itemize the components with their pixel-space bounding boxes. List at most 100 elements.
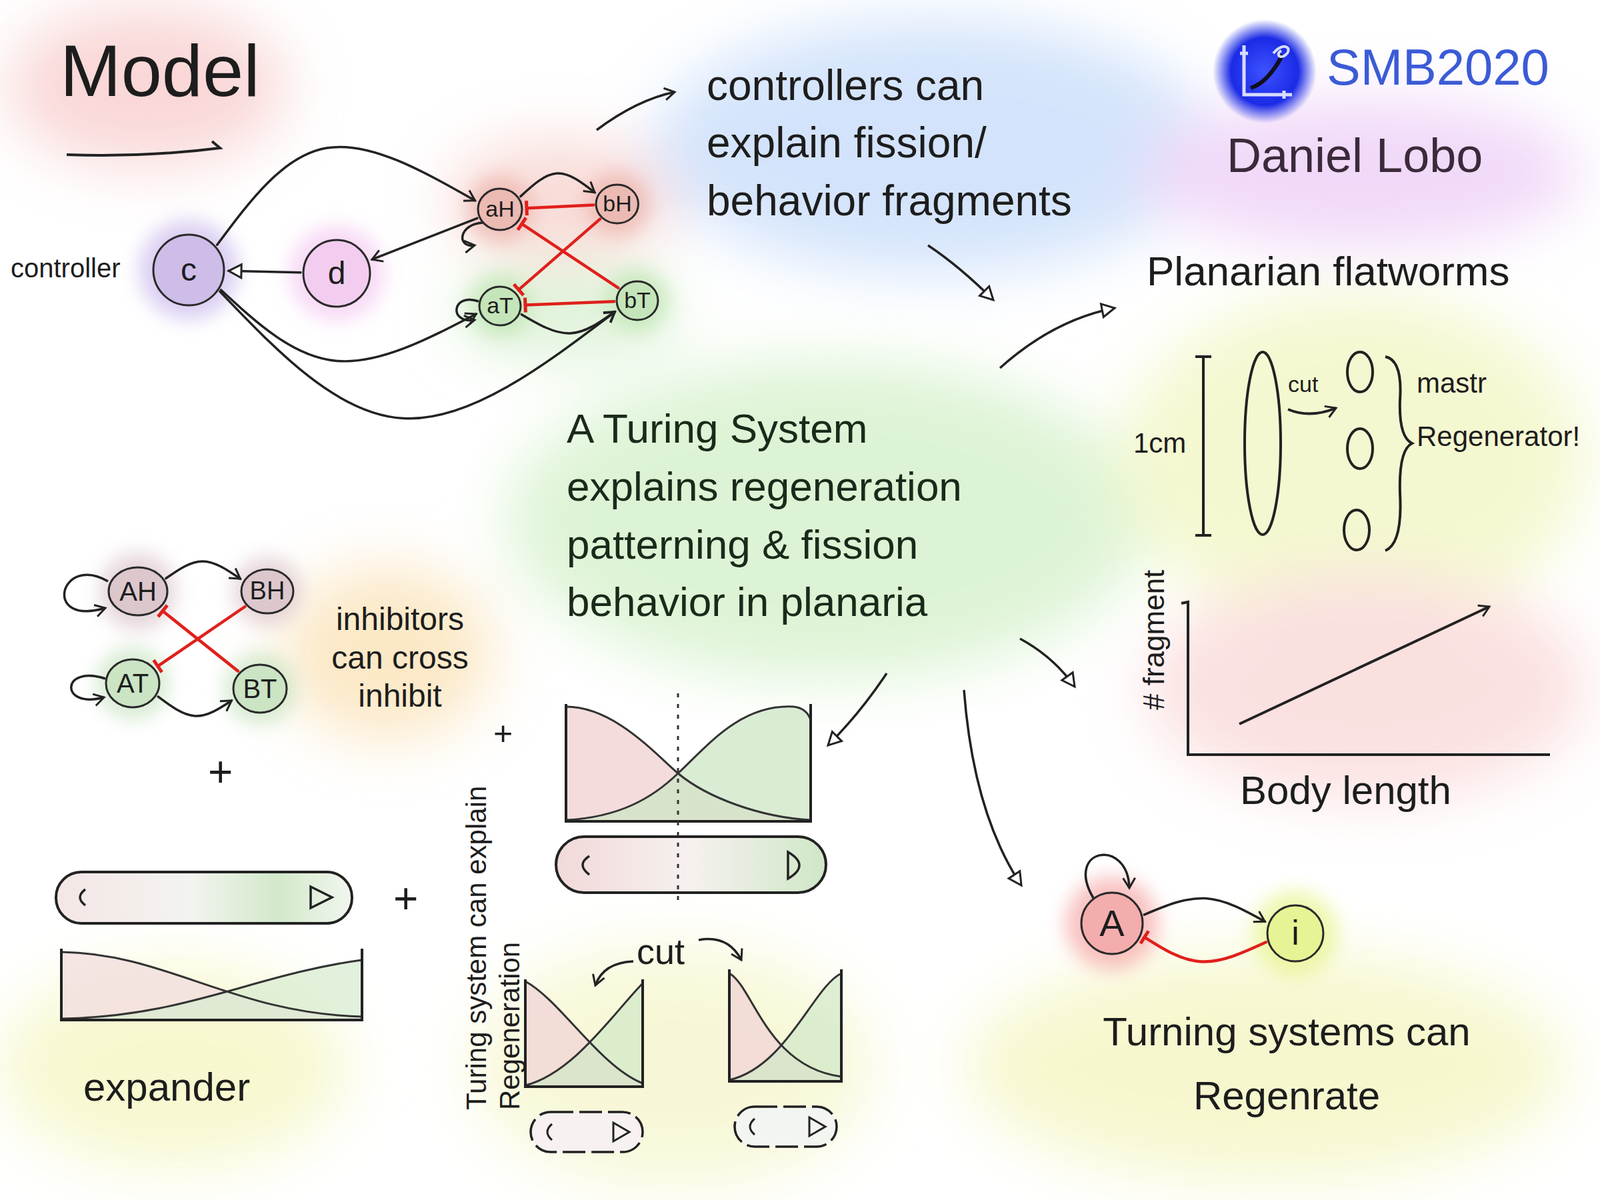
plus-sign: + <box>493 713 513 754</box>
conference-logo <box>1250 54 1283 88</box>
planarian-illustration <box>1195 356 1212 536</box>
node-glow <box>1065 876 1159 970</box>
flow-arrow <box>1020 638 1075 687</box>
regeneration-figure <box>566 706 811 820</box>
note: Turing system can explain Regeneration <box>460 763 528 1110</box>
axis-label: # fragment <box>1136 570 1172 710</box>
node-glow <box>1252 890 1338 976</box>
self-loop <box>64 574 108 611</box>
node-glow <box>585 172 650 236</box>
regeneration-figure <box>729 969 842 1082</box>
node-outline <box>106 659 160 708</box>
activation-connector <box>520 173 595 197</box>
regeneration-figure <box>729 973 842 1082</box>
gene-node: BT <box>232 663 288 714</box>
node-label: BT <box>242 674 277 704</box>
activation-connector <box>372 218 478 260</box>
color-glow <box>506 360 1147 680</box>
node-glow <box>96 646 170 720</box>
cut-note: cut <box>1288 370 1318 398</box>
plus-sign: + <box>208 746 233 798</box>
node-label: aT <box>486 293 514 318</box>
activation-connector <box>220 291 616 418</box>
self-loop <box>64 222 1130 898</box>
node-label: BH <box>250 577 286 606</box>
regeneration-figure <box>734 1106 837 1147</box>
node-label: bT <box>624 288 651 313</box>
color-glow <box>6 6 287 167</box>
node-label: bH <box>602 191 632 216</box>
note: Turning systems can Regenrate <box>1040 1000 1534 1128</box>
conference-logo <box>1273 46 1289 57</box>
gene-node: d <box>302 238 372 308</box>
topic-heading: Planarian flatworms <box>1146 246 1510 296</box>
activation-connector <box>166 561 241 579</box>
regeneration-figure <box>530 1112 643 1152</box>
planarian-illustration <box>1347 352 1373 392</box>
activation-connector <box>1144 898 1265 922</box>
self-loop <box>71 676 106 700</box>
color-glow <box>653 20 1214 274</box>
gene-node: bH <box>594 183 640 225</box>
activation-connector <box>228 270 301 272</box>
regeneration-figure <box>547 1124 552 1140</box>
regeneration-figure <box>525 981 643 1086</box>
regeneration-figure <box>556 836 826 893</box>
flow-arrow <box>596 92 675 130</box>
gene-node: A <box>1080 891 1144 956</box>
note: controllers can explain fission/ behavio… <box>706 56 1080 230</box>
gene-node: bT <box>615 280 660 322</box>
heading: Model <box>60 26 260 115</box>
node-label: AH <box>119 576 157 606</box>
expander-illustration <box>56 872 362 1020</box>
node-outline <box>233 664 287 713</box>
dimension: 1cm <box>1133 426 1186 460</box>
node-outline <box>303 240 370 307</box>
node-outline <box>241 569 294 614</box>
planarian-illustration <box>1344 510 1370 550</box>
flow-arrow <box>964 690 1022 886</box>
node-label: c <box>180 252 197 288</box>
planarian-illustration <box>1195 352 1412 551</box>
planarian-illustration <box>1385 356 1412 551</box>
regeneration-figure <box>566 706 811 822</box>
color-glow <box>473 946 874 1187</box>
speaker-name: Daniel Lobo <box>1226 126 1483 184</box>
color-glow <box>446 140 674 260</box>
heading-underline <box>66 141 220 156</box>
flow-arrow <box>698 939 742 960</box>
expander-illustration <box>61 952 362 1019</box>
expander-illustration <box>61 948 362 1020</box>
central-statement: A Turing System explains regeneration pa… <box>566 400 1000 632</box>
inhibition-connector <box>162 611 238 672</box>
node-outline <box>108 567 168 616</box>
node-outline <box>616 281 658 320</box>
self-loop <box>1085 854 1130 898</box>
axis-label: Body length <box>1240 766 1452 815</box>
flow-arrow <box>595 961 634 986</box>
node-outline <box>1267 905 1324 962</box>
expander-illustration <box>56 872 352 924</box>
regeneration-figure <box>677 693 680 902</box>
inhibition-connector <box>158 606 246 666</box>
color-glow <box>280 566 494 740</box>
regeneration-figure <box>525 981 643 1087</box>
node-outline <box>478 188 522 230</box>
gene-node: aT <box>478 285 522 327</box>
inhibition-connector <box>526 205 594 209</box>
flow-arrow <box>928 245 994 300</box>
node-label: AT <box>116 668 149 698</box>
gene-node: aH <box>476 187 524 232</box>
expander-illustration <box>310 886 332 908</box>
fragment-graph <box>1181 602 1550 755</box>
regeneration-figure <box>566 704 811 822</box>
color-glow <box>1146 573 1587 800</box>
node-glow <box>232 556 302 626</box>
planarian-illustration <box>1347 428 1373 469</box>
color-glow <box>966 953 1567 1180</box>
node-glow <box>223 652 297 726</box>
node-caption: controller <box>10 252 121 284</box>
expander-illustration <box>61 960 362 1020</box>
activation-connector <box>158 696 232 716</box>
node-glow <box>466 176 534 243</box>
